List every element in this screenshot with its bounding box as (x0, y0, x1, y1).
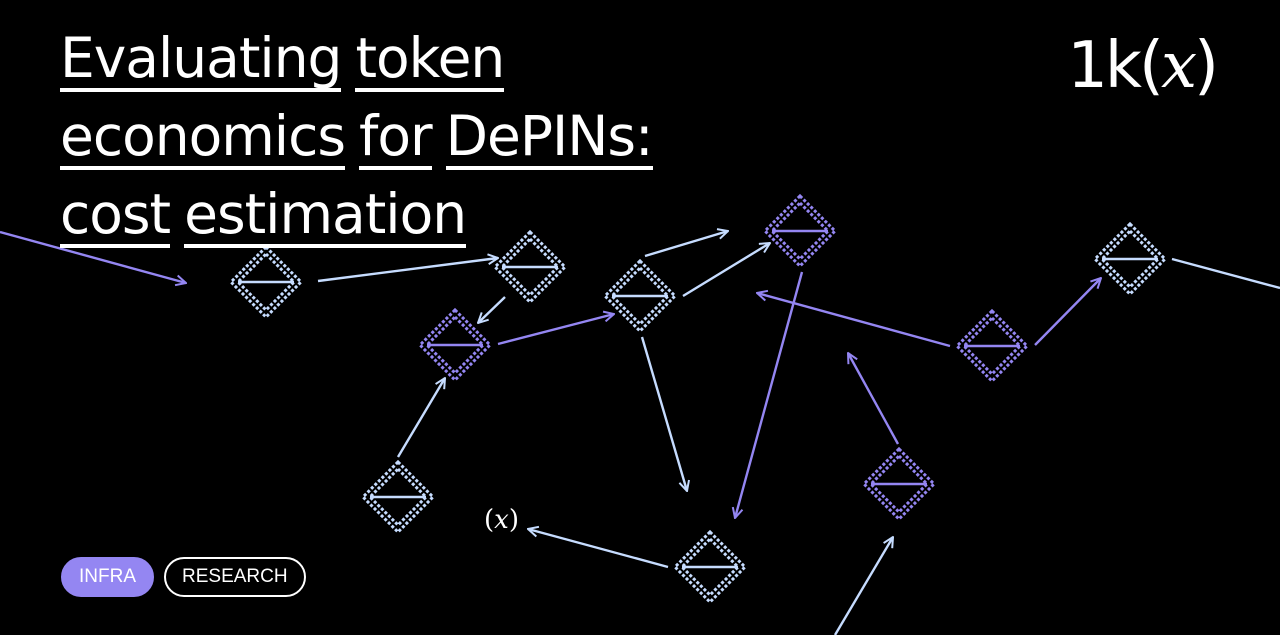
pixel-diamond-node-icon (954, 308, 1030, 384)
logo-suffix: ) (1194, 29, 1219, 103)
pixel-diamond-node-icon (417, 307, 493, 383)
pixel-diamond-node-icon (360, 459, 436, 535)
pixel-diamond-node-icon (228, 244, 304, 320)
variable-x: x (494, 505, 509, 535)
tag-list: INFRA RESEARCH (61, 557, 306, 597)
graph-edge-arrow (1034, 278, 1101, 346)
title-word: cost (60, 182, 171, 248)
title-word: DePINs: (445, 104, 654, 170)
pixel-diamond-node-icon (762, 193, 838, 269)
graph-edge-arrow (0, 230, 186, 283)
graph-edge-arrow (640, 336, 687, 491)
graph-edge-arrow (497, 314, 614, 346)
title-word: economics (60, 104, 346, 170)
brand-logo: 1k(x) (1067, 26, 1219, 106)
title-word: estimation (184, 182, 467, 248)
graph-edge-arrow (478, 296, 506, 323)
pixel-diamond-node-icon (1092, 221, 1168, 297)
tag-research[interactable]: RESEARCH (164, 557, 306, 597)
graph-edge-arrow (757, 293, 951, 348)
paren-open: ( (484, 505, 495, 535)
graph-edge-arrow (682, 243, 770, 298)
pixel-diamond-node-icon (672, 529, 748, 605)
graph-edge-arrow (735, 271, 804, 518)
graph-edge-arrow (317, 258, 498, 283)
graph-variable-label: (x) (484, 505, 519, 535)
tag-infra[interactable]: INFRA (61, 557, 154, 597)
logo-prefix: 1k( (1067, 29, 1164, 103)
graph-edge-arrow (833, 537, 893, 635)
graph-edge-arrow (1171, 257, 1280, 290)
graph-edge-arrow (644, 231, 728, 258)
title-word: token (355, 26, 505, 92)
paren-close: ) (508, 505, 519, 535)
pixel-diamond-node-icon (602, 258, 678, 334)
graph-edge-arrow (848, 353, 900, 445)
logo-variable: x (1160, 29, 1197, 103)
pixel-diamond-node-icon (492, 229, 568, 305)
pixel-diamond-node-icon (861, 446, 937, 522)
graph-edge-arrow (528, 529, 669, 569)
graph-edge-arrow (396, 378, 445, 458)
title-word: Evaluating (60, 26, 342, 92)
title-word: for (359, 104, 433, 170)
